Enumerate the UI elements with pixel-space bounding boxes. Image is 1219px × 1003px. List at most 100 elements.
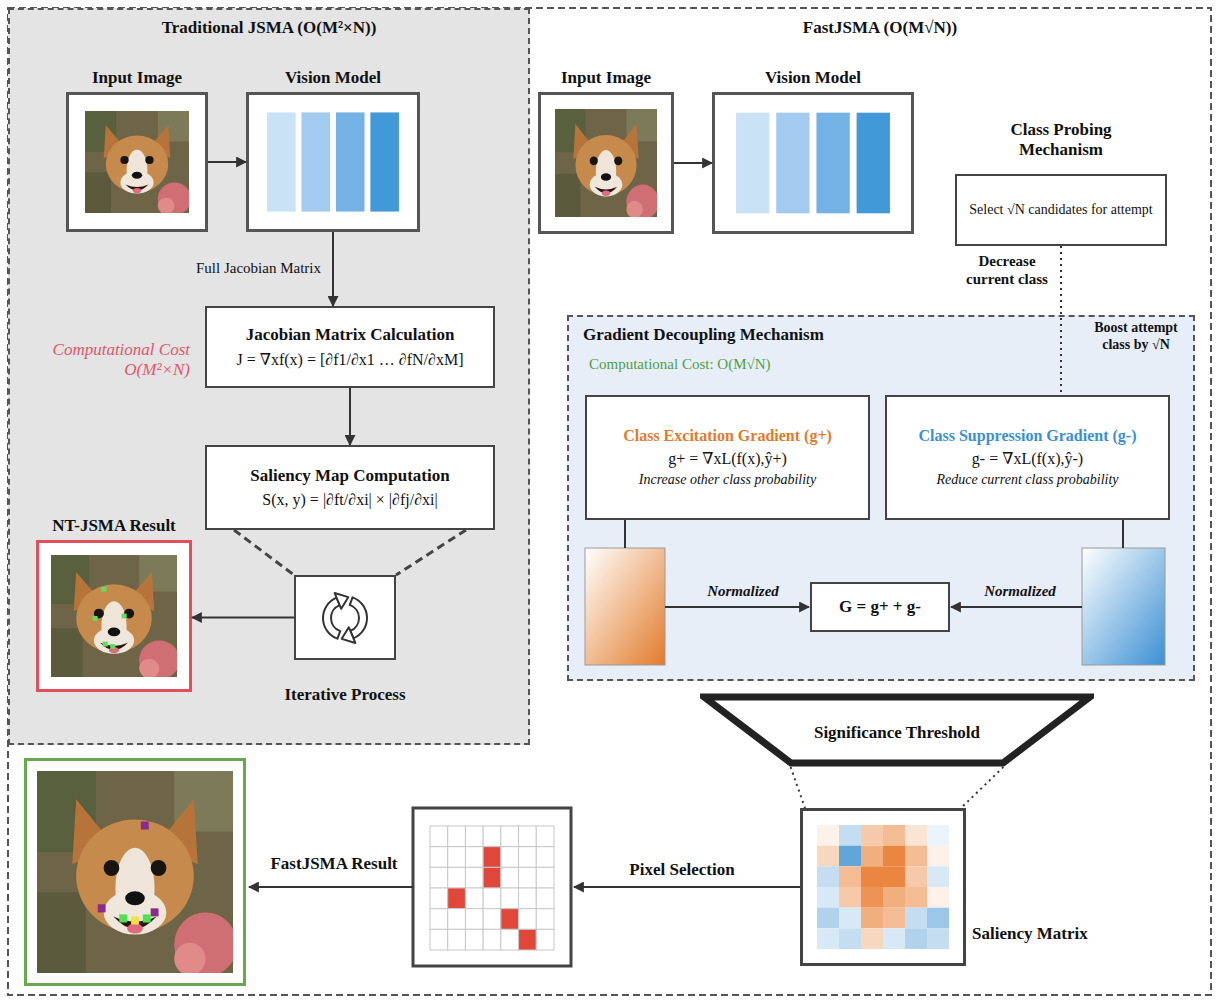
saliency-cell [905, 866, 927, 887]
selection-cell [536, 888, 554, 909]
saliency-cell [905, 908, 927, 929]
heading-text: Class Excitation Gradient (g+) [623, 426, 832, 445]
selection-cell [430, 888, 448, 909]
model-layers [249, 95, 417, 229]
saliency-cell [817, 866, 839, 887]
heading-text: Class Suppression Gradient (g-) [919, 426, 1137, 445]
heading-text: NT-JSMA Result [36, 516, 192, 536]
saliency-cell [927, 866, 949, 887]
text-slot: Traditional JSMA (O(M²×N)) [10, 18, 528, 38]
saliency-cell [927, 846, 949, 867]
link-line [624, 520, 626, 548]
label-slot: Normalized [965, 582, 1075, 600]
arrow [574, 886, 800, 888]
connector [791, 767, 1004, 808]
connector [208, 161, 246, 163]
gradient-map [585, 548, 665, 665]
gradient-box: Class Excitation Gradient (g+) g+ = ∇xL(f… [585, 395, 870, 520]
photo-part [139, 640, 177, 677]
selection-cell [448, 888, 466, 909]
frame [36, 540, 192, 692]
link-line [1122, 520, 1124, 548]
photo-part [174, 943, 205, 973]
text-slot: FastJSMA Result [256, 854, 412, 874]
photo-part [602, 191, 610, 196]
selection-cell [501, 847, 519, 868]
saliency-cell [861, 908, 883, 929]
label-slot: Pixel Selection [612, 860, 752, 880]
body-text: J = ∇xf(x) = [∂f1/∂x1 … ∂fN/∂xM] [236, 350, 463, 369]
selection-cell [448, 826, 466, 847]
photo-part [108, 628, 121, 637]
selection-cell [483, 847, 501, 868]
label: Normalized [707, 582, 779, 600]
saliency-cell [883, 825, 905, 846]
perturbed-pixel [103, 642, 108, 647]
text-slot: Saliency Matrix [972, 924, 1110, 944]
selection-cell [519, 929, 537, 950]
connector [332, 232, 334, 306]
saliency-cell [883, 866, 905, 887]
saliency-cell [883, 846, 905, 867]
saliency-cell [905, 825, 927, 846]
gradient-map [1082, 548, 1165, 665]
photo-part [120, 156, 128, 164]
saliency-cell [817, 908, 839, 929]
model-layer [736, 113, 769, 214]
photo-part [151, 860, 167, 876]
saliency-cell [927, 887, 949, 908]
body-text: g+ = ∇xL(f(x),ŷ+) [668, 449, 787, 468]
text-slot: Vision Model [246, 68, 420, 88]
photo-part [115, 848, 154, 929]
selection-cell [448, 909, 466, 930]
selection-cell [430, 826, 448, 847]
saliency-cell [817, 825, 839, 846]
photo-part [104, 860, 120, 876]
model-layer [816, 113, 849, 214]
selection-cell [448, 847, 466, 868]
body-text: S(x, y) = |∂ft/∂xi| × |∂fj/∂xi| [262, 490, 437, 509]
selection-cell [519, 867, 537, 888]
selection-cell [448, 929, 466, 950]
perturbed-pixel [141, 822, 149, 830]
model-layer [336, 112, 365, 211]
label: Normalized [984, 582, 1056, 600]
heading-text: Class Probing Mechanism [985, 120, 1137, 161]
selection-cell [483, 826, 501, 847]
cycle-arc [350, 597, 367, 638]
gradient-box: Class Suppression Gradient (g-)g- = ∇xL(… [885, 395, 1170, 520]
frame [800, 808, 966, 966]
result-box: NT-JSMA Result [36, 516, 192, 692]
selection-cell [536, 826, 554, 847]
body-text: Computational Cost: O(M√N) [589, 355, 889, 373]
photo-part [85, 172, 111, 213]
heading-text: Jacobian Matrix Calculation [246, 325, 455, 345]
saliency-cell [839, 908, 861, 929]
label: Pixel Selection [629, 860, 734, 880]
result-box: FastJSMA Result [24, 758, 414, 986]
photo [37, 771, 233, 973]
label-slot: FastJSMA (O(M√N)) [560, 18, 1200, 38]
text-slot: Input Image [66, 68, 208, 88]
selection-cell [448, 867, 466, 888]
label-slot: Boost attempt class by √N [1088, 320, 1184, 354]
text-slot: Input Image [538, 68, 674, 88]
image-box: Input Image [538, 68, 674, 234]
saliency-cell [883, 928, 905, 949]
text-slot: Computational Cost: O(M√N) [589, 355, 889, 373]
photo-part [174, 912, 233, 973]
photo-part [51, 628, 83, 677]
selection-cell [536, 909, 554, 930]
photo-part [145, 156, 153, 164]
photo-part [590, 173, 623, 197]
selection-cell [465, 888, 483, 909]
image-box: Input Image [66, 68, 208, 232]
connector [234, 530, 466, 575]
selection-cell [483, 909, 501, 930]
saliency-cell [839, 846, 861, 867]
perturbed-pixel [98, 904, 106, 912]
selection-cell [501, 867, 519, 888]
saliency-cell [839, 825, 861, 846]
saliency-cell [883, 908, 905, 929]
selection-cell [536, 929, 554, 950]
